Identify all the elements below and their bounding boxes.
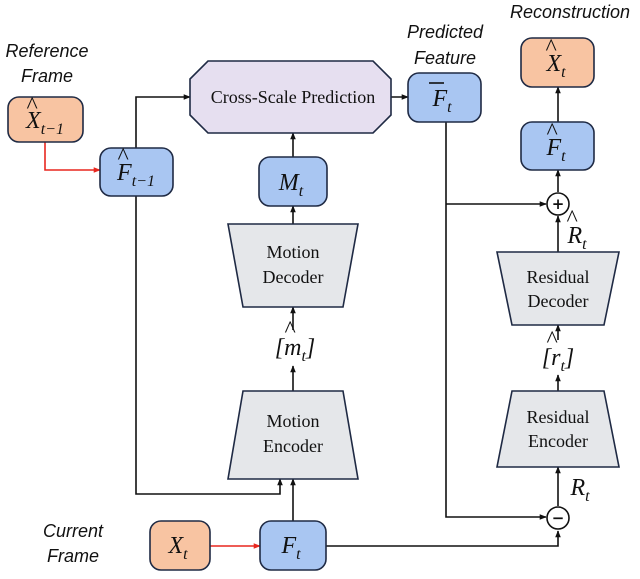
residual-decoder-block: Residual Decoder	[496, 251, 620, 326]
motion-encoder-label-line2: Encoder	[263, 436, 323, 456]
reference-frame-label-line1: Reference	[5, 41, 88, 61]
xhat-t-hat: ^	[545, 35, 557, 61]
motion-decoder-label-line1: Motion	[266, 242, 319, 262]
xt-node: Xt	[149, 520, 211, 571]
residual-decoder-shape	[496, 251, 620, 326]
ft-to-subtract-wire	[326, 530, 561, 547]
xhat-prev-node: Xt−1 ^	[7, 93, 84, 143]
motion-encoder-block: Motion Encoder	[227, 390, 359, 480]
cross-scale-prediction-block: Cross-Scale Prediction	[189, 60, 392, 134]
predicted-feature-label-line1: Predicted	[407, 22, 484, 42]
rhat-small-hat: ^	[546, 327, 558, 353]
mhat-symbol: [mt]	[275, 335, 315, 365]
xhat-prev-hat: ^	[26, 93, 38, 119]
residual-encoder-label-line2: Encoder	[528, 431, 588, 451]
add-operator: +	[546, 192, 570, 216]
fbar-symbol: Ft	[431, 86, 452, 116]
motion-decoder-label-line2: Decoder	[263, 267, 324, 287]
predicted-feature-label-line2: Feature	[414, 48, 476, 68]
xhat-t-symbol: Xt	[545, 51, 566, 81]
subtract-operator: −	[546, 506, 570, 530]
reference-frame-label-line2: Frame	[21, 66, 73, 86]
residual-encoder-shape	[496, 390, 620, 468]
rhat-big-symbol: Rt	[566, 223, 587, 253]
motion-encoder-shape	[227, 390, 359, 480]
fbar-node: Ft	[407, 72, 482, 123]
cross-scale-prediction-label: Cross-Scale Prediction	[211, 87, 375, 107]
subtract-operator-symbol: −	[552, 509, 565, 527]
rt-label: Rt	[569, 475, 590, 505]
mt-symbol: Mt	[278, 170, 304, 200]
fbar-to-subtract-wire	[445, 118, 547, 520]
residual-decoder-label-line2: Decoder	[528, 291, 589, 311]
motion-encoder-label-line1: Motion	[266, 411, 319, 431]
residual-decoder-label-line1: Residual	[527, 267, 590, 287]
ft-node: Ft	[259, 520, 327, 571]
fhat-prev-node: Ft−1 ^	[99, 144, 174, 197]
fhat-to-csp-arrow	[135, 94, 191, 148]
current-frame-label-line1: Current	[43, 521, 104, 541]
xhat-prev-symbol: Xt−1	[25, 108, 64, 138]
fhat-to-motion-encoder-arrow	[135, 196, 283, 495]
residual-encoder-block: Residual Encoder	[496, 390, 620, 468]
rt-symbol: Rt	[569, 475, 590, 505]
residual-encoder-label-line1: Residual	[527, 407, 590, 427]
fhat-prev-hat: ^	[117, 144, 129, 170]
mt-node: Mt	[258, 156, 328, 207]
motion-decoder-block: Motion Decoder	[227, 223, 359, 308]
add-operator-circle	[546, 192, 570, 216]
fhat-prev-symbol: Ft−1	[116, 160, 155, 190]
current-frame-label-line2: Frame	[47, 546, 99, 566]
reconstruction-label: Reconstruction	[510, 2, 630, 22]
subtract-operator-circle	[546, 506, 570, 530]
rhat-small-symbol: [rt]	[542, 345, 574, 375]
rhat-big-label: Rt ^	[566, 206, 587, 253]
rhat-big-hat: ^	[566, 206, 578, 232]
fhat-t-node: Ft ^	[520, 119, 595, 171]
rhat-quantized-label: [rt] ^	[542, 327, 574, 375]
xt-symbol: Xt	[167, 533, 188, 563]
ft-symbol: Ft	[280, 533, 301, 563]
ref-to-fhat-arrow	[44, 142, 101, 173]
motion-decoder-shape	[227, 223, 359, 308]
xhat-t-node: Xt ^	[520, 35, 595, 88]
mhat-hat: ^	[284, 317, 296, 343]
add-operator-symbol: +	[552, 195, 565, 213]
fhat-t-hat: ^	[546, 119, 558, 145]
fhat-t-symbol: Ft	[545, 135, 566, 165]
mhat-quantized-label: [mt] ^	[275, 317, 315, 365]
cross-scale-prediction-shape	[189, 60, 392, 134]
